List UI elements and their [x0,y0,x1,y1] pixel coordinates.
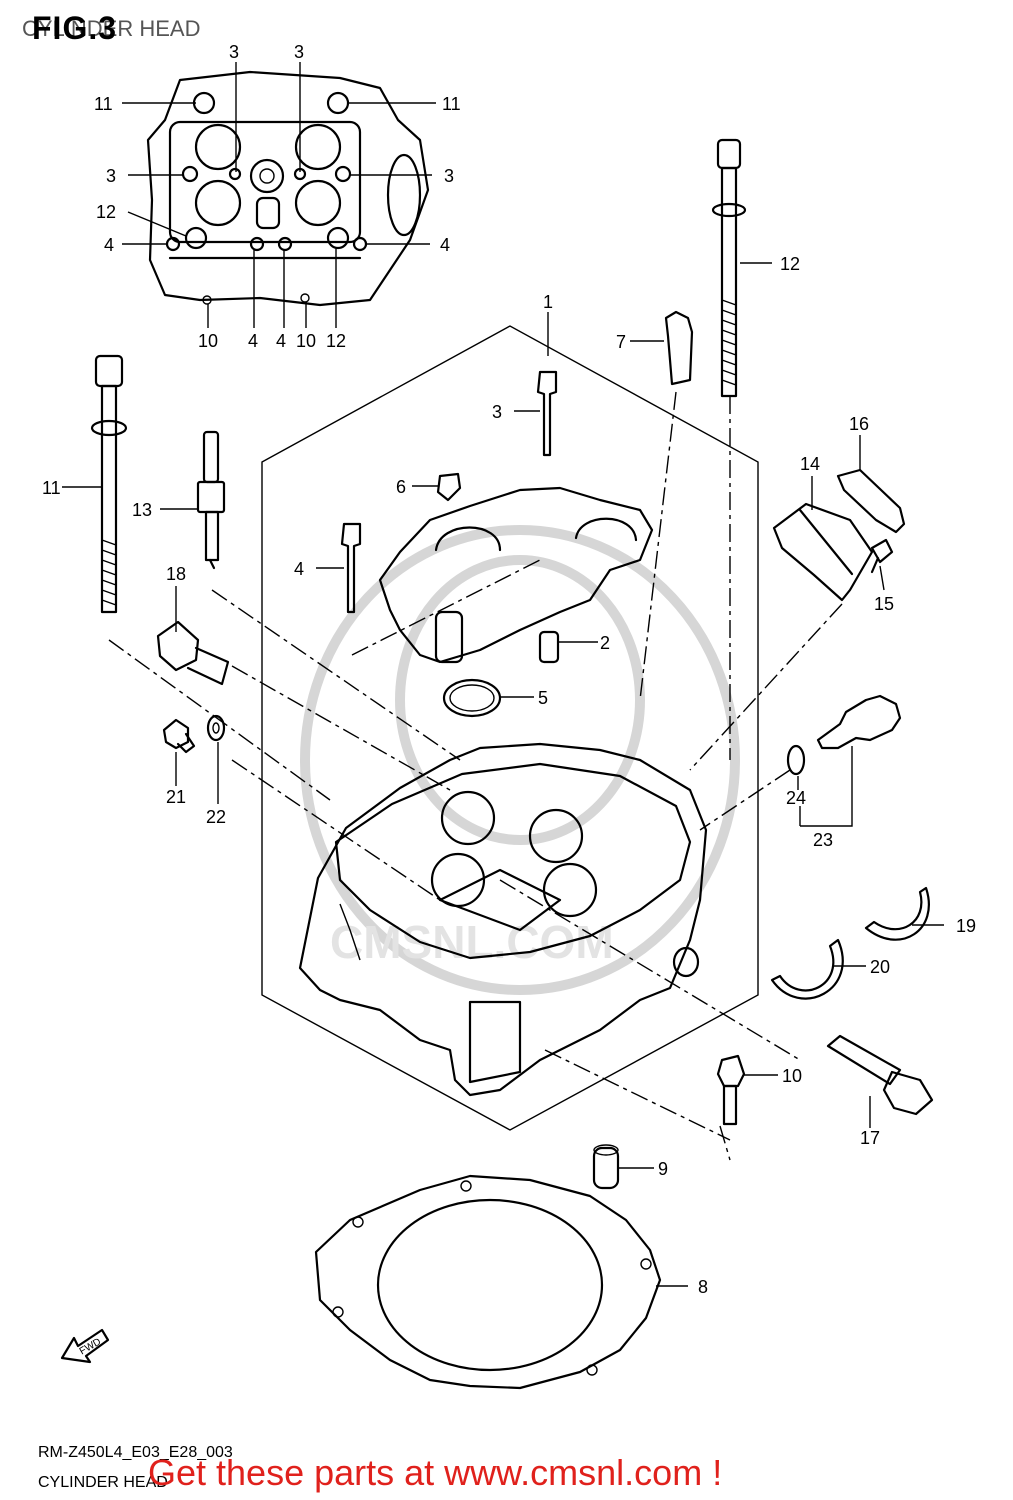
plate-19 [864,886,930,941]
callout-24: 24 [786,788,806,808]
callout-11-top-left: 11 [94,94,113,114]
callout-23: 23 [813,830,833,850]
leader-lines [62,62,944,1287]
callout-22: 22 [206,807,226,827]
callout-4-right: 4 [440,235,450,255]
callout-15: 15 [874,594,894,614]
callout-14: 14 [800,454,820,474]
callout-12-inset: 12 [96,202,116,222]
callout-2: 2 [600,633,610,653]
callout-7: 7 [616,332,626,352]
watermark: CMSNL.COM [300,525,740,995]
cylinder-head-1 [298,742,708,1097]
callout-16: 16 [849,414,869,434]
callout-12-inset-bottom: 12 [326,331,346,351]
gasket-8 [314,1174,662,1390]
callout-4: 4 [294,559,304,579]
cylinder-head-top-view [146,70,430,307]
fwd-label: FWD [78,1336,103,1357]
bolt-10 [716,1054,746,1126]
bolt-18 [156,620,230,686]
intake-pipe-14 [772,502,874,602]
callout-3-right: 3 [444,166,454,186]
model-code: RM-Z450L4_E03_E28_003 [38,1444,233,1461]
callout-10-inset-right: 10 [296,331,316,351]
callout-19: 19 [956,916,976,936]
promo-link[interactable]: Get these parts at www.cmsnl.com ! [148,1452,723,1493]
guide-7 [664,310,694,386]
callout-labels: 11 11 3 3 3 3 12 4 4 10 4 4 10 12 1 7 12… [42,42,976,1297]
callout-3: 3 [492,402,502,422]
callout-3-left: 3 [106,166,116,186]
bolt-17 [826,1034,934,1116]
callout-1: 1 [543,292,553,312]
callout-17: 17 [860,1128,880,1148]
sensor-23 [786,694,902,776]
callout-4-bottom-b: 4 [276,331,286,351]
callout-21: 21 [166,787,186,807]
callout-3-top-right: 3 [294,42,304,62]
callout-4-left: 4 [104,235,114,255]
spark-plug-13 [196,430,226,570]
callout-10-inset-left: 10 [198,331,218,351]
callout-4-bottom-a: 4 [248,331,258,351]
fwd-arrow-icon: FWD [60,1328,110,1364]
callout-5: 5 [538,688,548,708]
bolt-12 [711,138,747,398]
callout-10: 10 [782,1066,802,1086]
callout-12: 12 [780,254,800,274]
bolt-21 [162,718,196,754]
dowel-9 [592,1144,620,1190]
callout-11: 11 [42,478,61,498]
callout-6: 6 [396,477,406,497]
bolt-11 [90,354,128,614]
callout-8: 8 [698,1277,708,1297]
assembly-frame [261,325,759,1131]
clamp-16 [836,468,906,534]
callout-3-top-left: 3 [229,42,239,62]
alignment-lines [108,391,843,1161]
camshaft-holder [340,370,654,718]
callout-9: 9 [658,1159,668,1179]
footer-title: CYLINDER HEAD [38,1474,168,1491]
screw-15 [870,538,894,574]
callout-20: 20 [870,957,890,977]
callout-18: 18 [166,564,186,584]
callout-11-top-right: 11 [442,94,461,114]
figure-title: FIG.3 [32,10,118,46]
figure-subtitle: CYLINDER HEAD [22,16,201,41]
washer-22 [206,714,226,742]
callout-13: 13 [132,500,152,520]
plate-20 [770,938,844,1000]
